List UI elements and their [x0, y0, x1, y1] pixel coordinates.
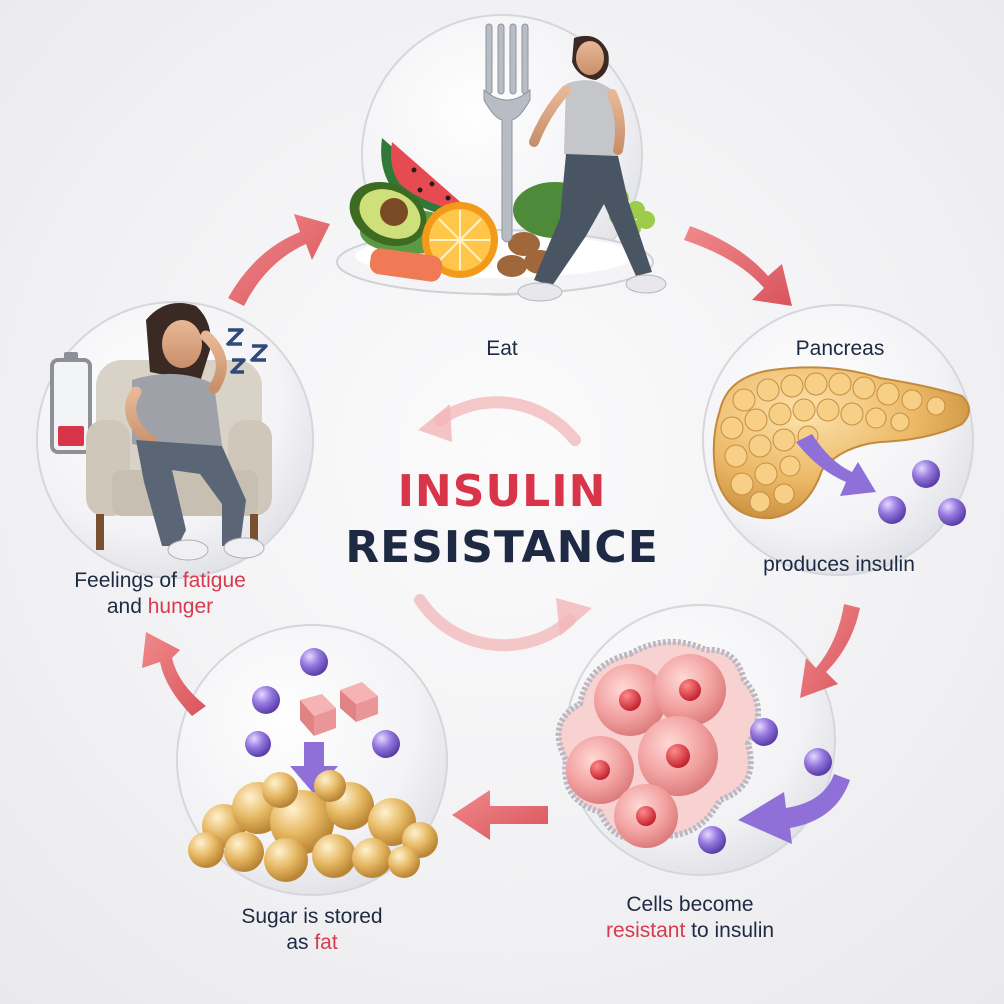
resistant-highlight: resistant — [605, 919, 686, 942]
insulin-release-arrow — [796, 434, 876, 496]
fat-caption: Sugar is stored as fat — [192, 904, 432, 956]
insulin-molecule-icon — [698, 826, 726, 854]
insulin-molecule-icon — [750, 718, 778, 746]
cells-caption-rest: to insulin — [685, 919, 775, 942]
fat-caption-line1: Sugar is stored — [241, 905, 383, 928]
inner-arrow-top-head — [418, 404, 452, 442]
hunger-highlight: hunger — [147, 595, 214, 618]
fork-icon — [483, 23, 531, 243]
arrow-pancreas-to-cells — [800, 604, 860, 698]
fatigue-caption: Feelings of fatigue and hunger — [40, 568, 280, 620]
pancreas-texture — [720, 372, 946, 513]
fatigue-highlight: fatigue — [182, 569, 246, 592]
storage-arrow — [290, 742, 338, 794]
insulin-molecule-icon — [878, 496, 906, 524]
insulin-molecule-icon — [372, 730, 400, 758]
inner-arrow-top — [434, 396, 581, 446]
fatigue-caption-line2: and hunger — [40, 594, 280, 620]
fat-caption-prefix: as — [286, 931, 315, 954]
fat-caption-line2: as fat — [192, 930, 432, 956]
arrow-eat-to-pancreas — [684, 226, 792, 306]
inner-cycle-arrows — [414, 396, 581, 652]
inner-arrow-bottom-head — [556, 598, 592, 636]
title-insulin: INSULIN — [397, 466, 607, 517]
fatigue-caption-prefix: Feelings of — [74, 569, 183, 592]
insulin-molecule-icon — [300, 648, 328, 676]
cells-caption: Cells become resistant to insulin — [560, 892, 820, 944]
cells — [566, 654, 726, 848]
insulin-molecule-icon — [252, 686, 280, 714]
title-resistance: RESISTANCE — [345, 522, 659, 573]
insulin-blocked-arrow — [738, 774, 850, 844]
eat-label: Eat — [486, 337, 518, 360]
pancreas-title: Pancreas — [795, 337, 885, 360]
insulin-molecule-icon — [912, 460, 940, 488]
pancreas-illustration — [712, 366, 970, 526]
sugar-cube-icon — [300, 694, 336, 736]
fatigue-illustration — [50, 303, 272, 561]
cells-illustration — [555, 639, 850, 854]
low-battery-icon — [50, 352, 92, 454]
eat-illustration — [336, 23, 667, 302]
insulin-molecule-icon — [804, 748, 832, 776]
inner-arrow-bottom — [414, 594, 576, 652]
fat-globules — [188, 770, 438, 882]
salmon — [369, 248, 443, 282]
fat-illustration — [188, 648, 438, 882]
sugar-cube-icon — [340, 682, 378, 722]
arrow-fat-to-fatigue — [142, 632, 206, 716]
arrow-fatigue-to-eat — [228, 214, 330, 306]
cells-caption-line1: Cells become — [626, 893, 754, 916]
walking-woman — [517, 35, 667, 302]
tired-woman — [125, 303, 265, 561]
pancreas-caption: produces insulin — [763, 553, 915, 576]
arrow-cells-to-fat — [452, 790, 548, 840]
hunger-prefix: and — [106, 595, 148, 618]
fatigue-caption-line1: Feelings of fatigue — [40, 568, 280, 594]
zzz-icon — [226, 328, 268, 374]
fat-highlight: fat — [314, 931, 338, 954]
cycle-arrows — [142, 214, 860, 840]
cells-caption-line2: resistant to insulin — [560, 918, 820, 944]
insulin-molecule-icon — [938, 498, 966, 526]
insulin-molecule-icon — [245, 731, 271, 757]
